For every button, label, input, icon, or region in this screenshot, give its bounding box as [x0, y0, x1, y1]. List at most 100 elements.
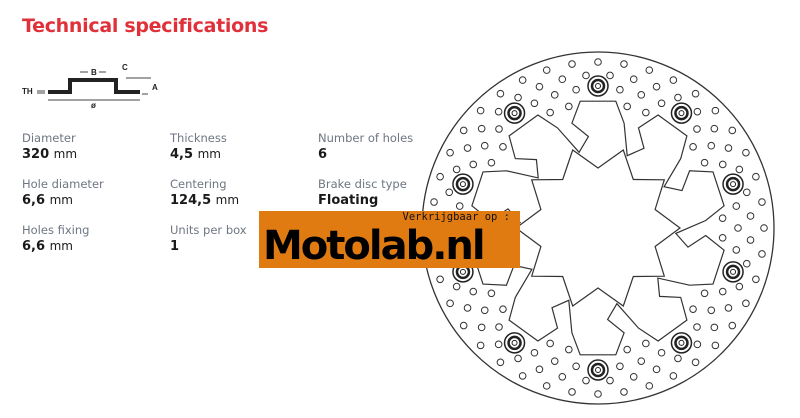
disc-hole [463, 144, 472, 152]
disc-hole [689, 305, 697, 313]
disc-hole [718, 160, 727, 169]
disc-hole [572, 362, 580, 371]
disc-hole [436, 275, 444, 284]
disc-hole [642, 339, 650, 348]
disc-hole [732, 202, 741, 210]
spec-value: 6,6 mm [22, 239, 89, 254]
disc-hole [718, 234, 727, 242]
spec-number: 320 [22, 147, 50, 162]
spec-item: Centering 124,5 mm [170, 177, 239, 208]
disc-hole [542, 382, 551, 390]
disc-hole [616, 85, 624, 94]
disc-hole [535, 82, 544, 91]
disc-hole [582, 71, 590, 80]
disc-hole [693, 107, 702, 116]
floating-button-hole [730, 181, 737, 188]
spec-value: 1 [170, 239, 247, 254]
disc-hole [623, 102, 631, 111]
disc-hole [637, 91, 646, 99]
disc-hole [495, 125, 503, 133]
disc-hole [728, 321, 737, 330]
disc-hole [530, 99, 539, 108]
disc-hole [674, 354, 682, 363]
spec-item: Hole diameter 6,6 mm [22, 177, 104, 208]
disc-hole [711, 106, 720, 115]
disc-hole [746, 212, 755, 220]
disc-hole [446, 148, 454, 157]
spec-unit: mm [53, 147, 78, 161]
disc-hole [572, 85, 580, 94]
disc-hole [629, 75, 638, 84]
disc-hole [445, 188, 454, 197]
disc-hole [459, 321, 468, 330]
disc-hole [436, 172, 444, 181]
spec-unit: mm [49, 239, 73, 253]
disc-hole [477, 323, 486, 332]
motolab-banner[interactable]: Verkrijgbaar op : Motolab.nl [259, 211, 520, 268]
disc-hole [459, 126, 468, 135]
disc-hole [691, 358, 700, 367]
spec-value: 6,6 mm [22, 193, 104, 208]
disc-hole [518, 372, 527, 380]
spec-number: 4,5 [170, 147, 194, 162]
disc-hole [487, 158, 496, 167]
spec-label: Brake disc type [318, 177, 407, 191]
disc-hole [550, 357, 559, 365]
disc-hole [629, 372, 638, 381]
disc-hole [568, 388, 576, 396]
disc-hole [718, 287, 727, 296]
spec-label: Holes fixing [22, 223, 90, 237]
floating-button-ring [590, 78, 606, 94]
spec-number: 6,6 [22, 239, 46, 254]
disc-hole [452, 282, 461, 291]
spec-number: 6,6 [22, 193, 46, 208]
spec-number: 6 [318, 147, 328, 162]
disc-hole [568, 60, 576, 68]
disc-hole [735, 282, 744, 291]
floating-button-hole [511, 110, 518, 117]
disc-hole [499, 305, 507, 313]
disc-hole [724, 304, 733, 312]
spec-value: 124,5 mm [170, 193, 239, 208]
banner-subtitle: Verkrijgbaar op : [402, 211, 510, 223]
disc-hole [752, 172, 760, 181]
disc-hole [669, 76, 678, 84]
banner-logo: Motolab.nl [263, 223, 486, 269]
label-diameter: ø [91, 101, 96, 110]
disc-hole [514, 93, 522, 102]
disc-hole [657, 99, 666, 108]
label-a: A [152, 83, 158, 92]
floating-button-ring [725, 176, 741, 192]
disc-hole [582, 376, 590, 385]
floating-button-hole [730, 268, 737, 275]
disc-hole [494, 107, 503, 116]
disc-hole [455, 202, 464, 210]
disc-hole [606, 376, 614, 385]
disc-hole [480, 141, 489, 150]
disc-center-bore [514, 149, 682, 307]
disc-hole [742, 188, 751, 197]
disc-hole [710, 124, 719, 133]
disc-hole [546, 108, 554, 117]
disc-hole [742, 299, 750, 308]
floating-button-hole [678, 339, 685, 346]
disc-hole [711, 341, 720, 350]
spec-unit: mm [197, 147, 221, 161]
disc-hole [558, 372, 567, 381]
spec-label: Number of holes [318, 131, 414, 145]
floating-button-hole [511, 339, 518, 346]
disc-hole [693, 125, 701, 133]
disc-hole [463, 304, 472, 312]
disc-hole [652, 365, 661, 374]
disc-hole [565, 102, 573, 111]
spec-item: Number of holes 6 [318, 131, 413, 162]
disc-hole [594, 390, 602, 398]
disc-hole [707, 306, 716, 315]
disc-hole [477, 124, 486, 133]
disc-hole [742, 259, 751, 268]
disc-hole [620, 60, 628, 68]
disc-hole [657, 348, 666, 357]
spec-item: Brake disc type Floating [318, 177, 407, 208]
spec-label: Units per box [170, 223, 247, 237]
floating-button-ring [674, 105, 689, 121]
